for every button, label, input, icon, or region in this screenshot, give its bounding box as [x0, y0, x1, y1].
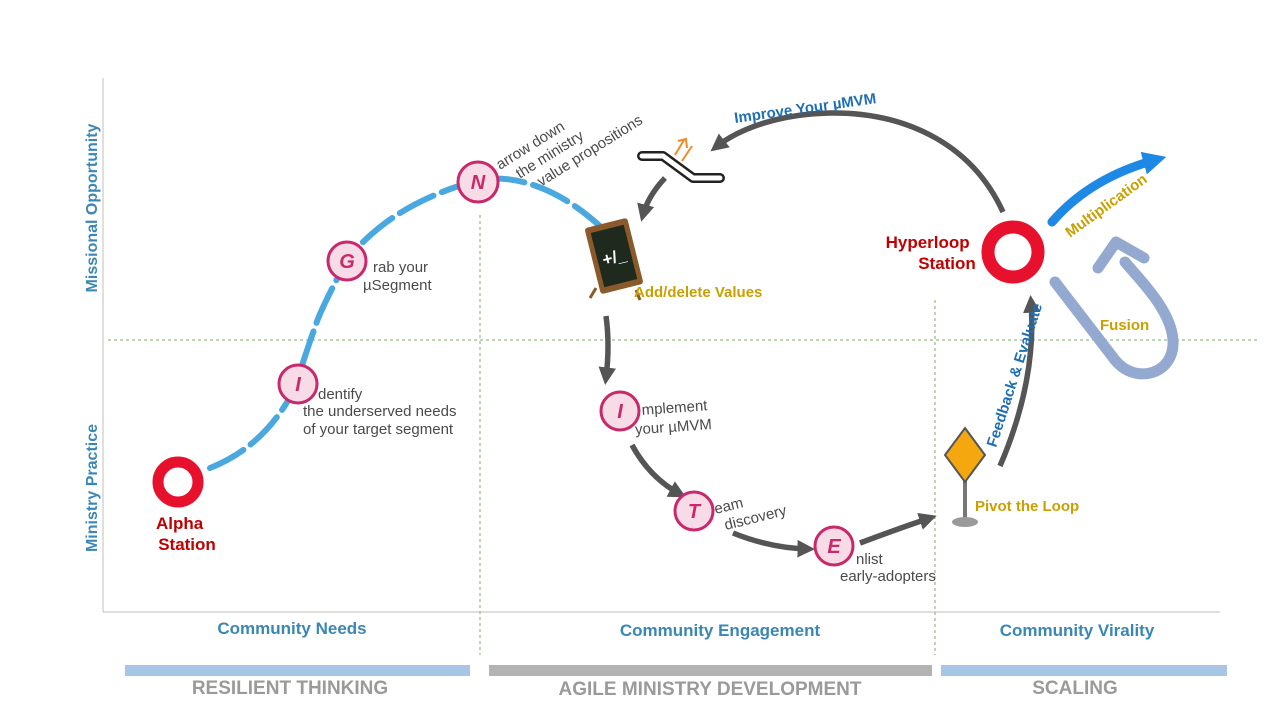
- pivot-sign-icon: [943, 426, 987, 527]
- step-text-implement: mplement your µMVM: [633, 397, 713, 438]
- band-bar-scaling: [941, 665, 1227, 676]
- step-badge-i2: I: [599, 390, 641, 432]
- x-label-community-virality: Community Virality: [1000, 621, 1155, 640]
- step-badge-i1: I: [277, 363, 319, 405]
- svg-text:N: N: [471, 172, 486, 194]
- arrow-team-to-enlist: [731, 530, 816, 558]
- step-badge-t: T: [673, 490, 715, 532]
- svg-text:T: T: [688, 501, 702, 523]
- escalator-icon: [637, 137, 725, 183]
- band-bar-resilient: [125, 665, 470, 676]
- svg-text:E: E: [827, 536, 841, 558]
- svg-text:I: I: [295, 374, 301, 396]
- arrow-implement-to-team: [629, 443, 687, 498]
- step-text-enlist: nlist early-adopters: [840, 551, 936, 585]
- arrow-enlist-to-pivot: [859, 512, 937, 546]
- hyperloop-station-marker: [981, 220, 1045, 284]
- fusion-arrow: [1049, 236, 1179, 380]
- arrow-improve: [710, 110, 1006, 214]
- label-pivot-the-loop: Pivot the Loop: [975, 498, 1079, 515]
- chalkboard-icon: +/_: [585, 218, 643, 301]
- band-label-scaling: SCALING: [1032, 678, 1118, 699]
- hyperloop-station-label: Hyperloop Station: [886, 233, 976, 273]
- x-label-community-engagement: Community Engagement: [620, 621, 821, 640]
- band-bar-agile: [489, 665, 932, 676]
- x-label-community-needs: Community Needs: [217, 619, 366, 638]
- band-label-agile: AGILE MINISTRY DEVELOPMENT: [559, 679, 862, 700]
- y-axis-label-bottom: Ministry Practice: [84, 424, 101, 552]
- arrow-to-board: [637, 176, 668, 222]
- alpha-station-marker: [152, 456, 204, 508]
- multiplication-arrow: [1047, 151, 1167, 227]
- y-axis-label-top: Missional Opportunity: [84, 123, 101, 292]
- svg-text:G: G: [339, 251, 355, 273]
- step-text-identify: dentify the underserved needs of your ta…: [303, 386, 461, 438]
- arrow-feedback: [997, 294, 1041, 468]
- step-text-narrow: arrow down the ministry value propositio…: [493, 81, 646, 204]
- step-badge-n: N: [456, 160, 500, 204]
- step-text-grab: rab your µSegment: [363, 259, 433, 294]
- step-badge-e: E: [813, 525, 855, 567]
- arrow-board-to-implement: [598, 315, 617, 385]
- svg-text:I: I: [617, 401, 623, 423]
- label-add-delete-values: Add/delete Values: [634, 284, 762, 301]
- alpha-station-label: Alpha Station: [156, 514, 216, 554]
- label-improve-mvm: Improve Your µMVM: [733, 90, 877, 127]
- step-text-team: eam discovery: [712, 485, 788, 536]
- label-fusion: Fusion: [1100, 317, 1149, 334]
- band-label-resilient: RESILIENT THINKING: [192, 678, 388, 699]
- step-badge-g: G: [326, 240, 368, 282]
